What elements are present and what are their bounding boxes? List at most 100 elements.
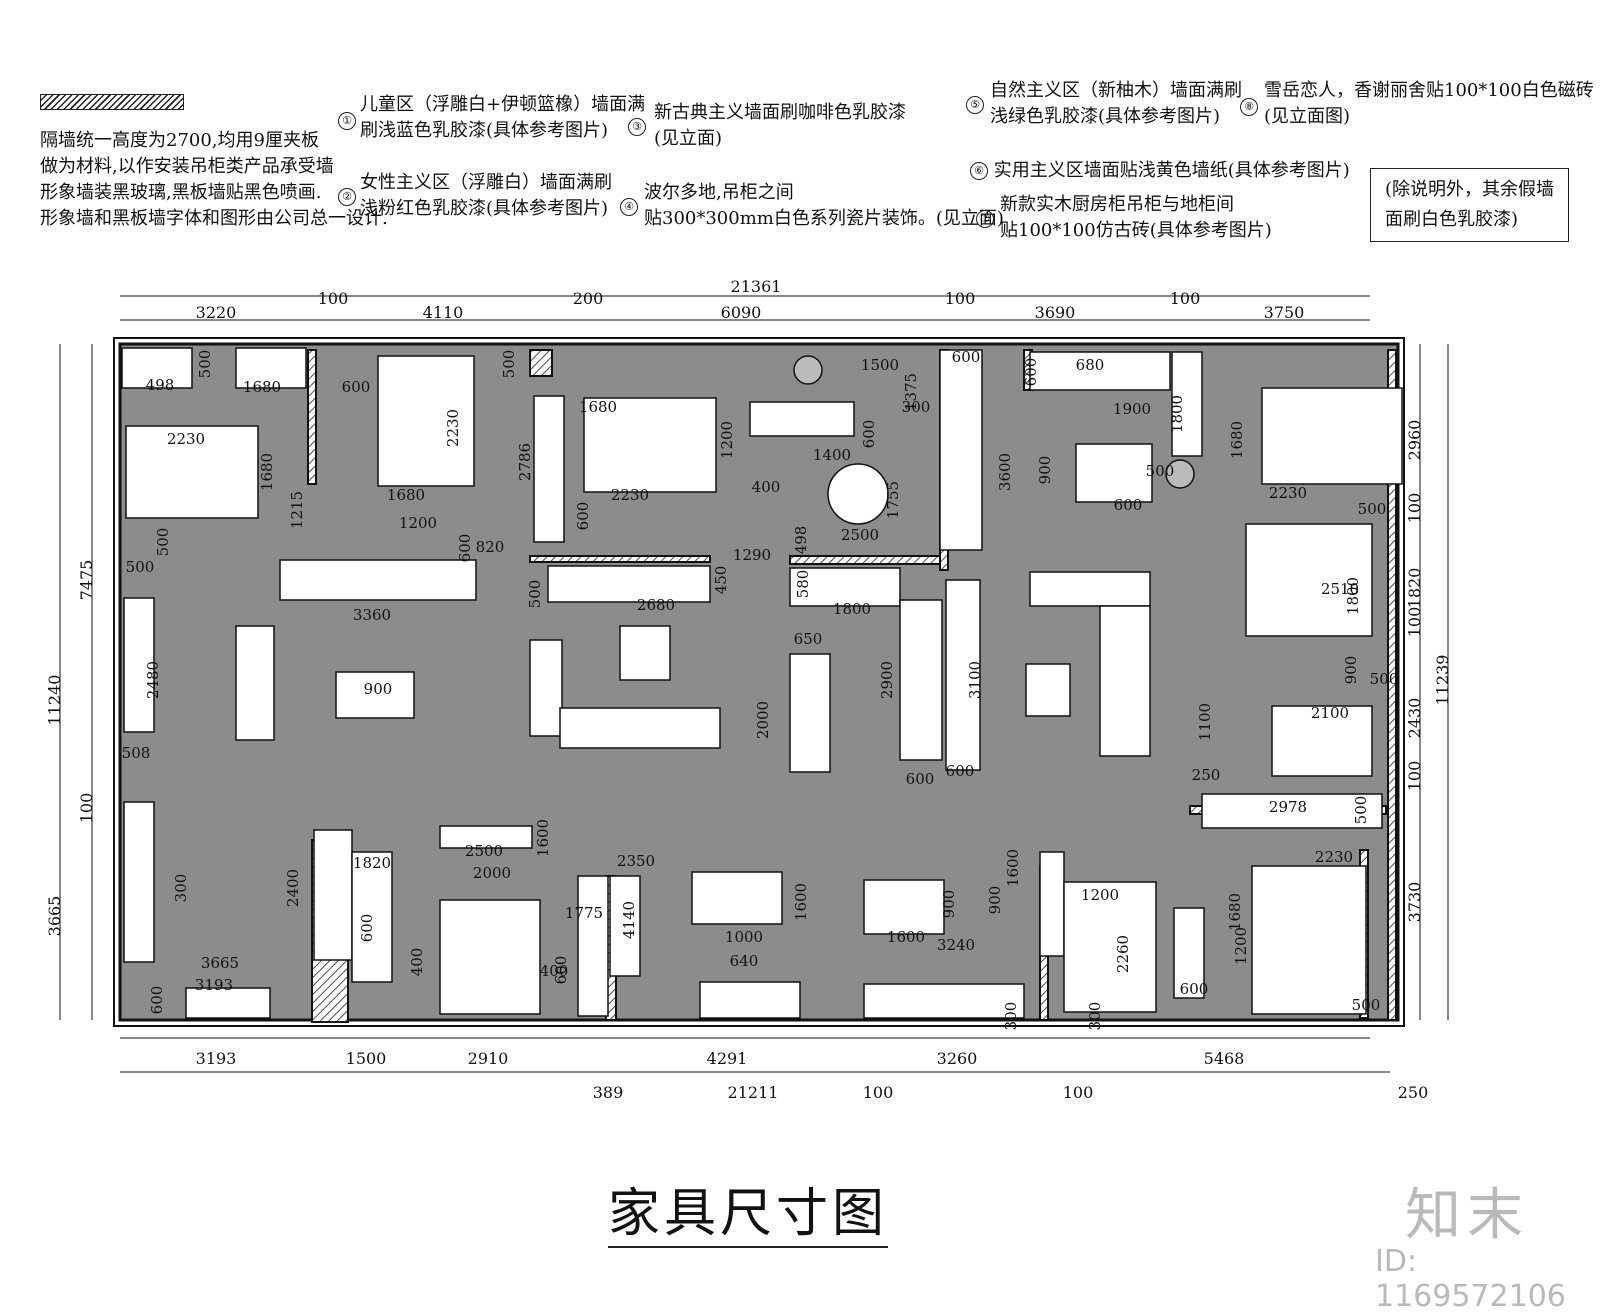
dimension-label: 1500 [861, 356, 899, 374]
dimension-label: 2100 [1311, 704, 1349, 722]
note-line: (除说明外，其余假墙 [1385, 179, 1555, 200]
kitchen-counter [699, 981, 801, 1019]
dimension-label: 2230 [444, 409, 462, 447]
dimension-label: 300 [172, 874, 190, 903]
shelf [313, 829, 353, 961]
dimension-label: 100 [1405, 493, 1424, 524]
dimension-label: 1680 [258, 453, 276, 491]
dimension-label: 500 [1352, 996, 1381, 1014]
marker-4: ④ [620, 198, 638, 216]
dining-table [335, 671, 415, 719]
white-paint-note: (除说明外，其余假墙 面刷白色乳胶漆) [1370, 168, 1570, 242]
dimension-label: 2430 [1405, 698, 1424, 739]
note-line: 新款实木厨房柜吊柜与地柜间 [1000, 194, 1234, 215]
note-line: 新古典主义墙面刷咖啡色乳胶漆 [654, 102, 906, 123]
dining-table [863, 879, 945, 935]
tv-cabinet [691, 871, 783, 925]
dimension-label: 100 [77, 793, 96, 824]
dimension-label: 600 [456, 534, 474, 563]
dimension-label: 1600 [534, 819, 552, 857]
dimension-label: 600 [946, 762, 975, 780]
outer-wall [113, 337, 1405, 1027]
dimension-label: 300 [1086, 1002, 1104, 1031]
bed [1245, 523, 1373, 637]
kitchen-counter [185, 987, 271, 1019]
dimension-label: 600 [860, 420, 878, 449]
dimension-label: 1800 [833, 600, 871, 618]
shelf [439, 825, 533, 849]
dimension-label: 640 [730, 952, 759, 970]
dimension-label: 400 [408, 948, 426, 977]
dimension-label: 1500 [346, 1049, 387, 1068]
marker-3: ③ [628, 118, 646, 136]
cabinet [547, 565, 711, 603]
cabinet [121, 347, 193, 389]
dimension-label: 1200 [1232, 927, 1250, 965]
dimension-label: 500 [1146, 462, 1175, 480]
dimension-label: 1820 [353, 854, 391, 872]
bed [439, 899, 541, 1015]
overall-width-label: 21361 [731, 277, 782, 296]
sofa [123, 597, 155, 733]
plant [1165, 459, 1195, 489]
dimension-label: 5468 [1204, 1049, 1245, 1068]
dimension-label: 300 [902, 398, 931, 416]
dimension-label: 2786 [516, 443, 534, 481]
dimension-label: 2000 [754, 701, 772, 739]
dimension-label: 600 [552, 956, 570, 985]
dimension-label: 2500 [841, 526, 879, 544]
dimension-label: 250 [1192, 766, 1221, 784]
dimension-label: 3730 [1405, 882, 1424, 923]
dimension-label: 100 [318, 289, 349, 308]
dimension-label: 1290 [733, 546, 771, 564]
dimension-label: 600 [358, 914, 376, 943]
cabinet [1171, 351, 1203, 457]
cabinet [945, 579, 981, 771]
note-line: 形象墙和黑板墙字体和图形由公司总一设计. [40, 208, 388, 229]
round-table [827, 463, 889, 525]
dimension-label: 900 [1036, 456, 1054, 485]
dimension-lines [59, 295, 1449, 1073]
dimension-label: 500 [1370, 670, 1399, 688]
marker-5: ⑤ [966, 96, 984, 114]
dining-table [1075, 443, 1153, 503]
shelf [1039, 851, 1065, 957]
dimension-label: 1600 [887, 928, 925, 946]
desk [749, 401, 855, 437]
sofa [1099, 605, 1151, 757]
bed [583, 397, 717, 493]
dimension-label: 4110 [423, 303, 464, 322]
note-line: (见立面图) [1264, 106, 1351, 127]
dimension-label: 1215 [288, 491, 306, 529]
dimension-label: 3665 [45, 896, 64, 937]
shelf [609, 875, 641, 977]
coffee-table [619, 625, 671, 681]
dimension-label: 2680 [637, 596, 675, 614]
dimension-label: 1680 [387, 486, 425, 504]
dimension-label: 1800 [1344, 577, 1362, 615]
cabinet [939, 349, 983, 551]
marker-6: ⑥ [970, 162, 988, 180]
dimension-label: 1800 [1168, 395, 1186, 433]
desk [1063, 881, 1157, 1013]
note-line: 面刷白色乳胶漆) [1385, 209, 1519, 230]
dimension-label: 500 [154, 528, 172, 557]
dimension-label: 1200 [399, 514, 437, 532]
note-4: 波尔多地,吊柜之间 贴300*300mm白色系列瓷片装饰。(见立面) ④ [620, 180, 1004, 232]
dimension-label: 2960 [1405, 420, 1424, 461]
dimension-label: 2260 [1114, 935, 1132, 973]
dimension-label: 2978 [1269, 798, 1307, 816]
dimension-label: 2230 [167, 430, 205, 448]
note-line: 儿童区（浮雕白+伊顿篮橡）墙面满 [360, 94, 646, 115]
watermark-id: ID: 1169572106 [1375, 1244, 1566, 1314]
dimension-label: 2350 [617, 852, 655, 870]
dimension-label: 500 [500, 350, 518, 379]
dimension-label: 100 [863, 1083, 894, 1102]
dimension-label: 900 [940, 890, 958, 919]
dimension-label: 2400 [284, 869, 302, 907]
bed [377, 355, 475, 487]
dimension-label: 1820 [1405, 568, 1424, 609]
dimension-label: 1775 [565, 904, 603, 922]
sofa [1029, 571, 1151, 607]
dimension-label: 600 [1114, 496, 1143, 514]
